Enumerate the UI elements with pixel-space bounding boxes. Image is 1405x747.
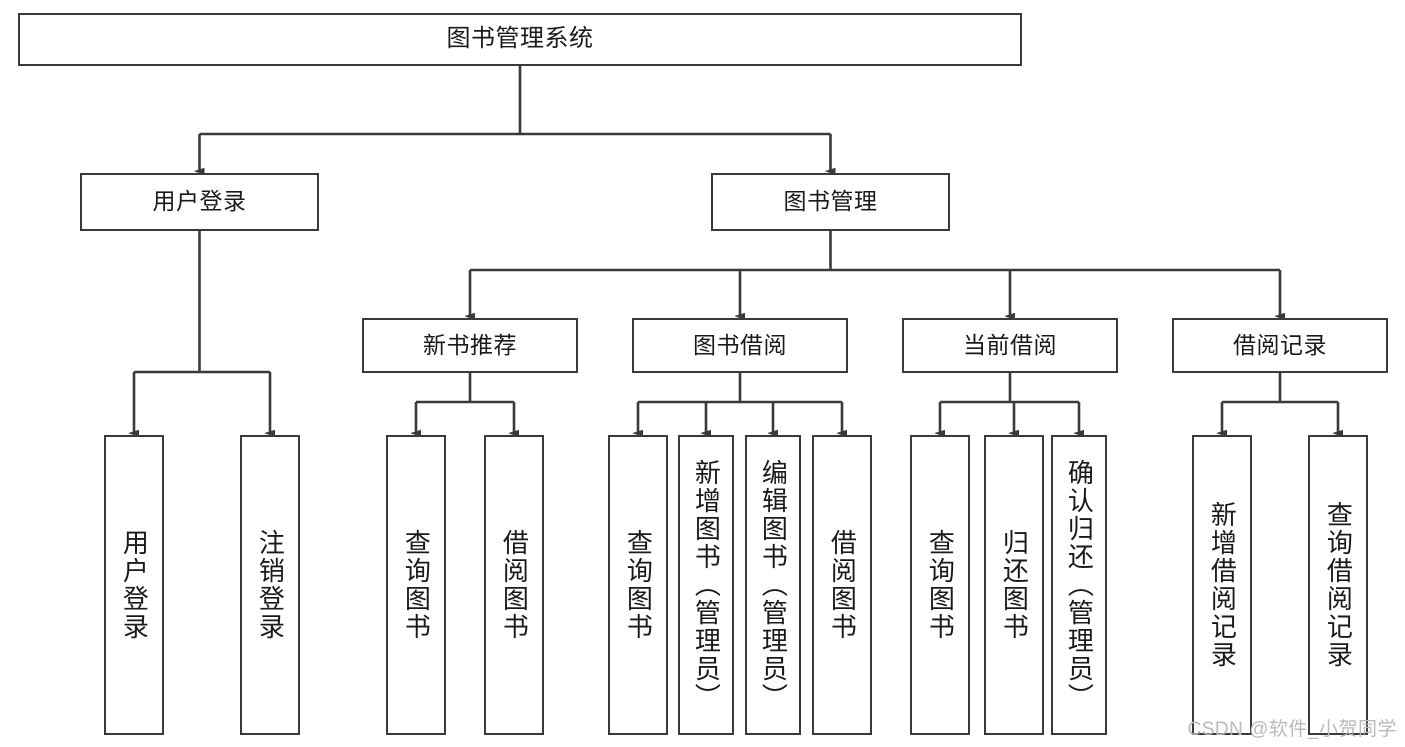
node-root-system-label: 图书管理系统	[446, 25, 594, 53]
node-leaf-borrow-book-2-label: 借阅图书	[827, 529, 858, 641]
node-book-borrow[interactable]: 图书借阅	[632, 318, 848, 373]
node-book-borrow-label: 图书借阅	[693, 331, 787, 358]
node-new-book-rec[interactable]: 新书推荐	[362, 318, 578, 373]
node-leaf-add-record[interactable]: 新增借阅记录	[1192, 435, 1252, 735]
node-leaf-query-book-2[interactable]: 查询图书	[608, 435, 668, 735]
node-leaf-add-book-label: 新增图书（管理员）	[691, 459, 722, 711]
node-leaf-logout[interactable]: 注销登录	[240, 435, 300, 735]
csdn-watermark: CSDN @软件_小贺同学	[1187, 719, 1397, 740]
node-leaf-query-book-1[interactable]: 查询图书	[386, 435, 446, 735]
node-leaf-add-book[interactable]: 新增图书（管理员）	[678, 435, 734, 735]
node-book-manage[interactable]: 图书管理	[711, 173, 950, 231]
node-leaf-user-login-label: 用户登录	[119, 529, 150, 641]
node-leaf-borrow-book-1-label: 借阅图书	[499, 529, 530, 641]
node-leaf-user-login[interactable]: 用户登录	[104, 435, 164, 735]
node-leaf-query-book-1-label: 查询图书	[401, 529, 432, 641]
node-leaf-confirm-return[interactable]: 确认归还（管理员）	[1051, 435, 1107, 735]
node-leaf-return-book[interactable]: 归还图书	[984, 435, 1044, 735]
node-user-login[interactable]: 用户登录	[80, 173, 319, 231]
node-borrow-record[interactable]: 借阅记录	[1172, 318, 1388, 373]
node-user-login-label: 用户登录	[152, 188, 247, 215]
node-leaf-query-record-label: 查询借阅记录	[1323, 501, 1354, 669]
node-leaf-query-book-3-label: 查询图书	[925, 529, 956, 641]
node-leaf-borrow-book-1[interactable]: 借阅图书	[484, 435, 544, 735]
node-current-borrow[interactable]: 当前借阅	[902, 318, 1118, 373]
node-leaf-confirm-return-label: 确认归还（管理员）	[1064, 459, 1095, 711]
node-root-system[interactable]: 图书管理系统	[18, 13, 1022, 66]
node-leaf-query-book-3[interactable]: 查询图书	[910, 435, 970, 735]
node-leaf-query-record[interactable]: 查询借阅记录	[1308, 435, 1368, 735]
node-leaf-query-book-2-label: 查询图书	[623, 529, 654, 641]
node-leaf-add-record-label: 新增借阅记录	[1207, 501, 1238, 669]
node-leaf-return-book-label: 归还图书	[999, 529, 1030, 641]
node-leaf-logout-label: 注销登录	[255, 529, 286, 641]
node-leaf-borrow-book-2[interactable]: 借阅图书	[812, 435, 872, 735]
node-leaf-edit-book[interactable]: 编辑图书（管理员）	[745, 435, 801, 735]
node-book-manage-label: 图书管理	[783, 188, 878, 215]
node-current-borrow-label: 当前借阅	[963, 331, 1057, 358]
node-borrow-record-label: 借阅记录	[1233, 331, 1327, 358]
node-leaf-edit-book-label: 编辑图书（管理员）	[758, 459, 789, 711]
node-new-book-rec-label: 新书推荐	[423, 331, 517, 358]
